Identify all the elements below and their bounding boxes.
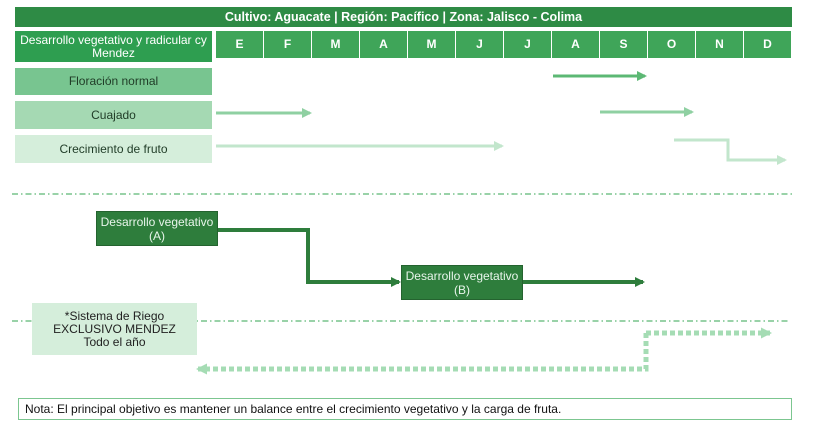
month-cell: O	[648, 31, 696, 58]
month-cell: S	[600, 31, 648, 58]
stage-floracion: Floración normal	[15, 68, 212, 95]
footnote: Nota: El principal objetivo es mantener …	[18, 398, 792, 420]
riego-arrow-left	[196, 333, 649, 375]
riego-box: *Sistema de Riego EXCLUSIVO MENDEZ Todo …	[32, 303, 197, 355]
month-cell: J	[504, 31, 552, 58]
crecimiento-arrow-2	[674, 138, 787, 165]
riego-line-2: EXCLUSIVO MENDEZ	[53, 321, 176, 336]
month-cell: M	[312, 31, 360, 58]
stage-cuajado: Cuajado	[15, 101, 212, 129]
month-cell: A	[360, 31, 408, 58]
vegetativo-a-box: Desarrollo vegetativo (A)	[96, 211, 218, 246]
stage-vegetativo-radicular: Desarrollo vegetativo y radicular cy Men…	[15, 31, 212, 62]
chart-title: Cultivo: Aguacate | Región: Pacífico | Z…	[15, 7, 792, 27]
riego-line-3: Todo el año	[83, 334, 146, 349]
month-cell: M	[408, 31, 456, 58]
month-cell: F	[264, 31, 312, 58]
month-cell: J	[456, 31, 504, 58]
month-cell: N	[696, 31, 744, 58]
stage-crecimiento-fruto: Crecimiento de fruto	[15, 135, 212, 163]
riego-line-1: *Sistema de Riego	[64, 308, 165, 323]
vegetativo-b-box: Desarrollo vegetativo (B)	[401, 265, 523, 300]
month-cell: A	[552, 31, 600, 58]
month-cell: D	[744, 31, 792, 58]
vegetativo-connector	[218, 228, 401, 287]
month-cell: E	[216, 31, 264, 58]
